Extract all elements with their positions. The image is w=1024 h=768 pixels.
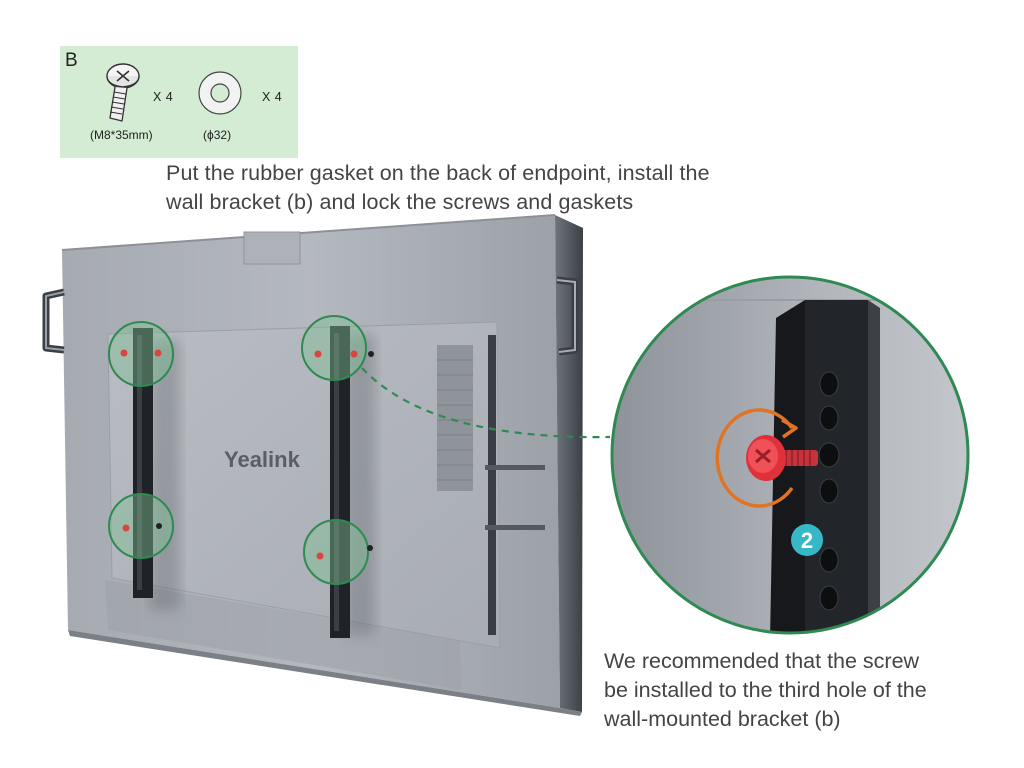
step-badge-number: 2 <box>801 528 813 553</box>
brand-logo: Yealink <box>224 447 301 472</box>
note-line-2: be installed to the third hole of the <box>604 676 1014 705</box>
note-line-3: wall-mounted bracket (b) <box>604 705 1014 734</box>
highlight-circle-bottom-left <box>109 494 173 558</box>
highlight-circle-top-left <box>109 322 173 386</box>
handle-left <box>46 292 64 350</box>
note-line-1: We recommended that the screw <box>604 647 1014 676</box>
zoom-detail: 2 <box>600 270 980 640</box>
recommendation-note: We recommended that the screw be install… <box>604 647 1014 734</box>
